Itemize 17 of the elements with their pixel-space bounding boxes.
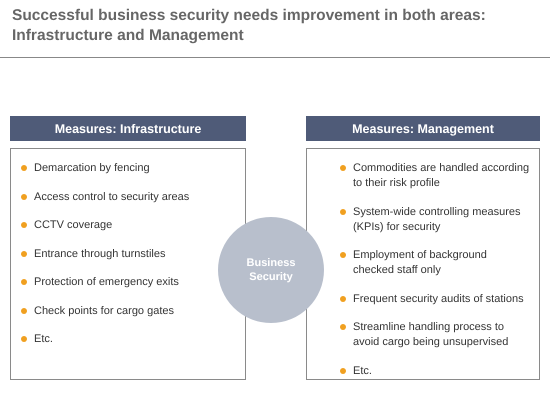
list-item: Streamline handling process to avoid cargo being unsupervised (353, 320, 510, 350)
list-item: Protection of emergency exits (34, 275, 179, 290)
panel-header: Measures: Management (306, 116, 540, 141)
list-item: CCTV coverage (34, 218, 112, 233)
list-item: Employment of background checked staff only (353, 248, 488, 278)
list-item: Check points for cargo gates (34, 304, 174, 318)
list-item: Demarcation by fencing (34, 161, 150, 176)
list-item: Entrance through turnstiles (34, 246, 166, 262)
list-item: Access control to security areas (34, 190, 190, 204)
list-item: System-wide controlling measures (KPIs) for security (353, 204, 522, 234)
panel-header: Measures: Infrastructure (10, 116, 246, 141)
list-item: Etc. (34, 332, 53, 347)
list-item: Commodities are handled according to their risk profile (353, 161, 530, 191)
center-circle: Business Security (218, 217, 324, 323)
list-item: Frequent security audits of stations (353, 292, 524, 306)
title: Successful business security needs improvement in both areas: Infrastructure and Management (12, 6, 487, 46)
list-item: Etc. (353, 364, 372, 378)
